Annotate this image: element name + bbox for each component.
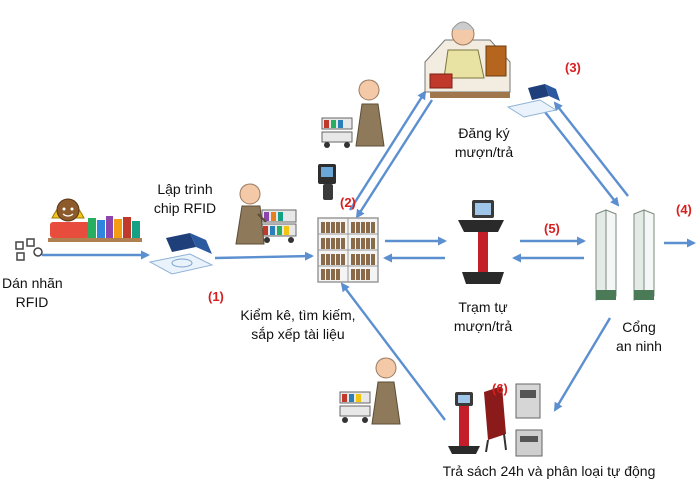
label-security-gate: Cổng an ninh (604, 318, 674, 356)
label-apply-rfid-line2: RFID (15, 294, 49, 310)
label-inventory-search-line1: Kiểm kê, tìm kiếm, (240, 307, 356, 323)
child-with-books-icon (48, 198, 142, 242)
step-number-2: (2) (340, 195, 356, 210)
arrow-register-to-gate (544, 111, 620, 207)
label-apply-rfid-line1: Dán nhãn (2, 275, 63, 291)
label-apply-rfid: Dán nhãn RFID (2, 274, 63, 312)
step-number-6: (6) (492, 381, 508, 396)
label-register-borrow: Đăng ký mượn/trả (444, 124, 524, 162)
label-inventory-search: Kiểm kê, tìm kiếm, sắp xếp tài liệu (226, 306, 370, 344)
arrow-gate-to-return (553, 317, 612, 412)
label-register-borrow-line2: mượn/trả (454, 144, 514, 160)
label-security-gate-line2: an ninh (616, 338, 662, 354)
return-sorting-machines-icon (448, 383, 543, 457)
bookshelf-icon (317, 217, 379, 283)
flow-arrows (42, 90, 696, 421)
step-number-4: (4) (676, 202, 692, 217)
label-program-chip-line1: Lập trình (157, 181, 213, 197)
label-self-service-kiosk-line1: Trạm tự (458, 299, 508, 315)
arrow-register-to-shelf (355, 99, 434, 219)
rfid-programmer-icon (148, 233, 214, 275)
librarian-lower-icon (339, 357, 401, 425)
arrow-shelf-to-register (348, 90, 427, 211)
rfid-reader-pad-icon (506, 84, 560, 118)
handheld-reader-icon (318, 164, 336, 200)
label-inventory-search-line2: sắp xếp tài liệu (251, 326, 345, 342)
label-security-gate-line1: Cổng (622, 319, 656, 335)
label-return-24h: Trả sách 24h và phân loại tự động (442, 463, 656, 479)
self-service-kiosk-icon (458, 200, 504, 284)
librarian-upper-icon (321, 79, 385, 148)
step-number-3: (3) (565, 60, 581, 75)
arrow-program-to-shelf (214, 251, 314, 261)
arrow-return-to-shelf (340, 282, 446, 421)
arrow-gate-to-register (553, 101, 629, 197)
label-register-borrow-line1: Đăng ký (458, 125, 510, 141)
librarian-with-cart-icon (235, 183, 297, 245)
step-number-5: (5) (544, 221, 560, 236)
label-self-service-kiosk-line2: mượn/trả (453, 318, 513, 334)
security-gate-icon (595, 209, 655, 301)
label-self-service-kiosk: Trạm tự mượn/trả (443, 298, 523, 336)
rfid-tags-icon (15, 238, 43, 261)
registration-desk-icon (424, 21, 511, 98)
label-program-chip: Lập trình chip RFID (142, 180, 228, 218)
label-program-chip-line2: chip RFID (153, 200, 217, 216)
step-number-1: (1) (208, 289, 224, 304)
